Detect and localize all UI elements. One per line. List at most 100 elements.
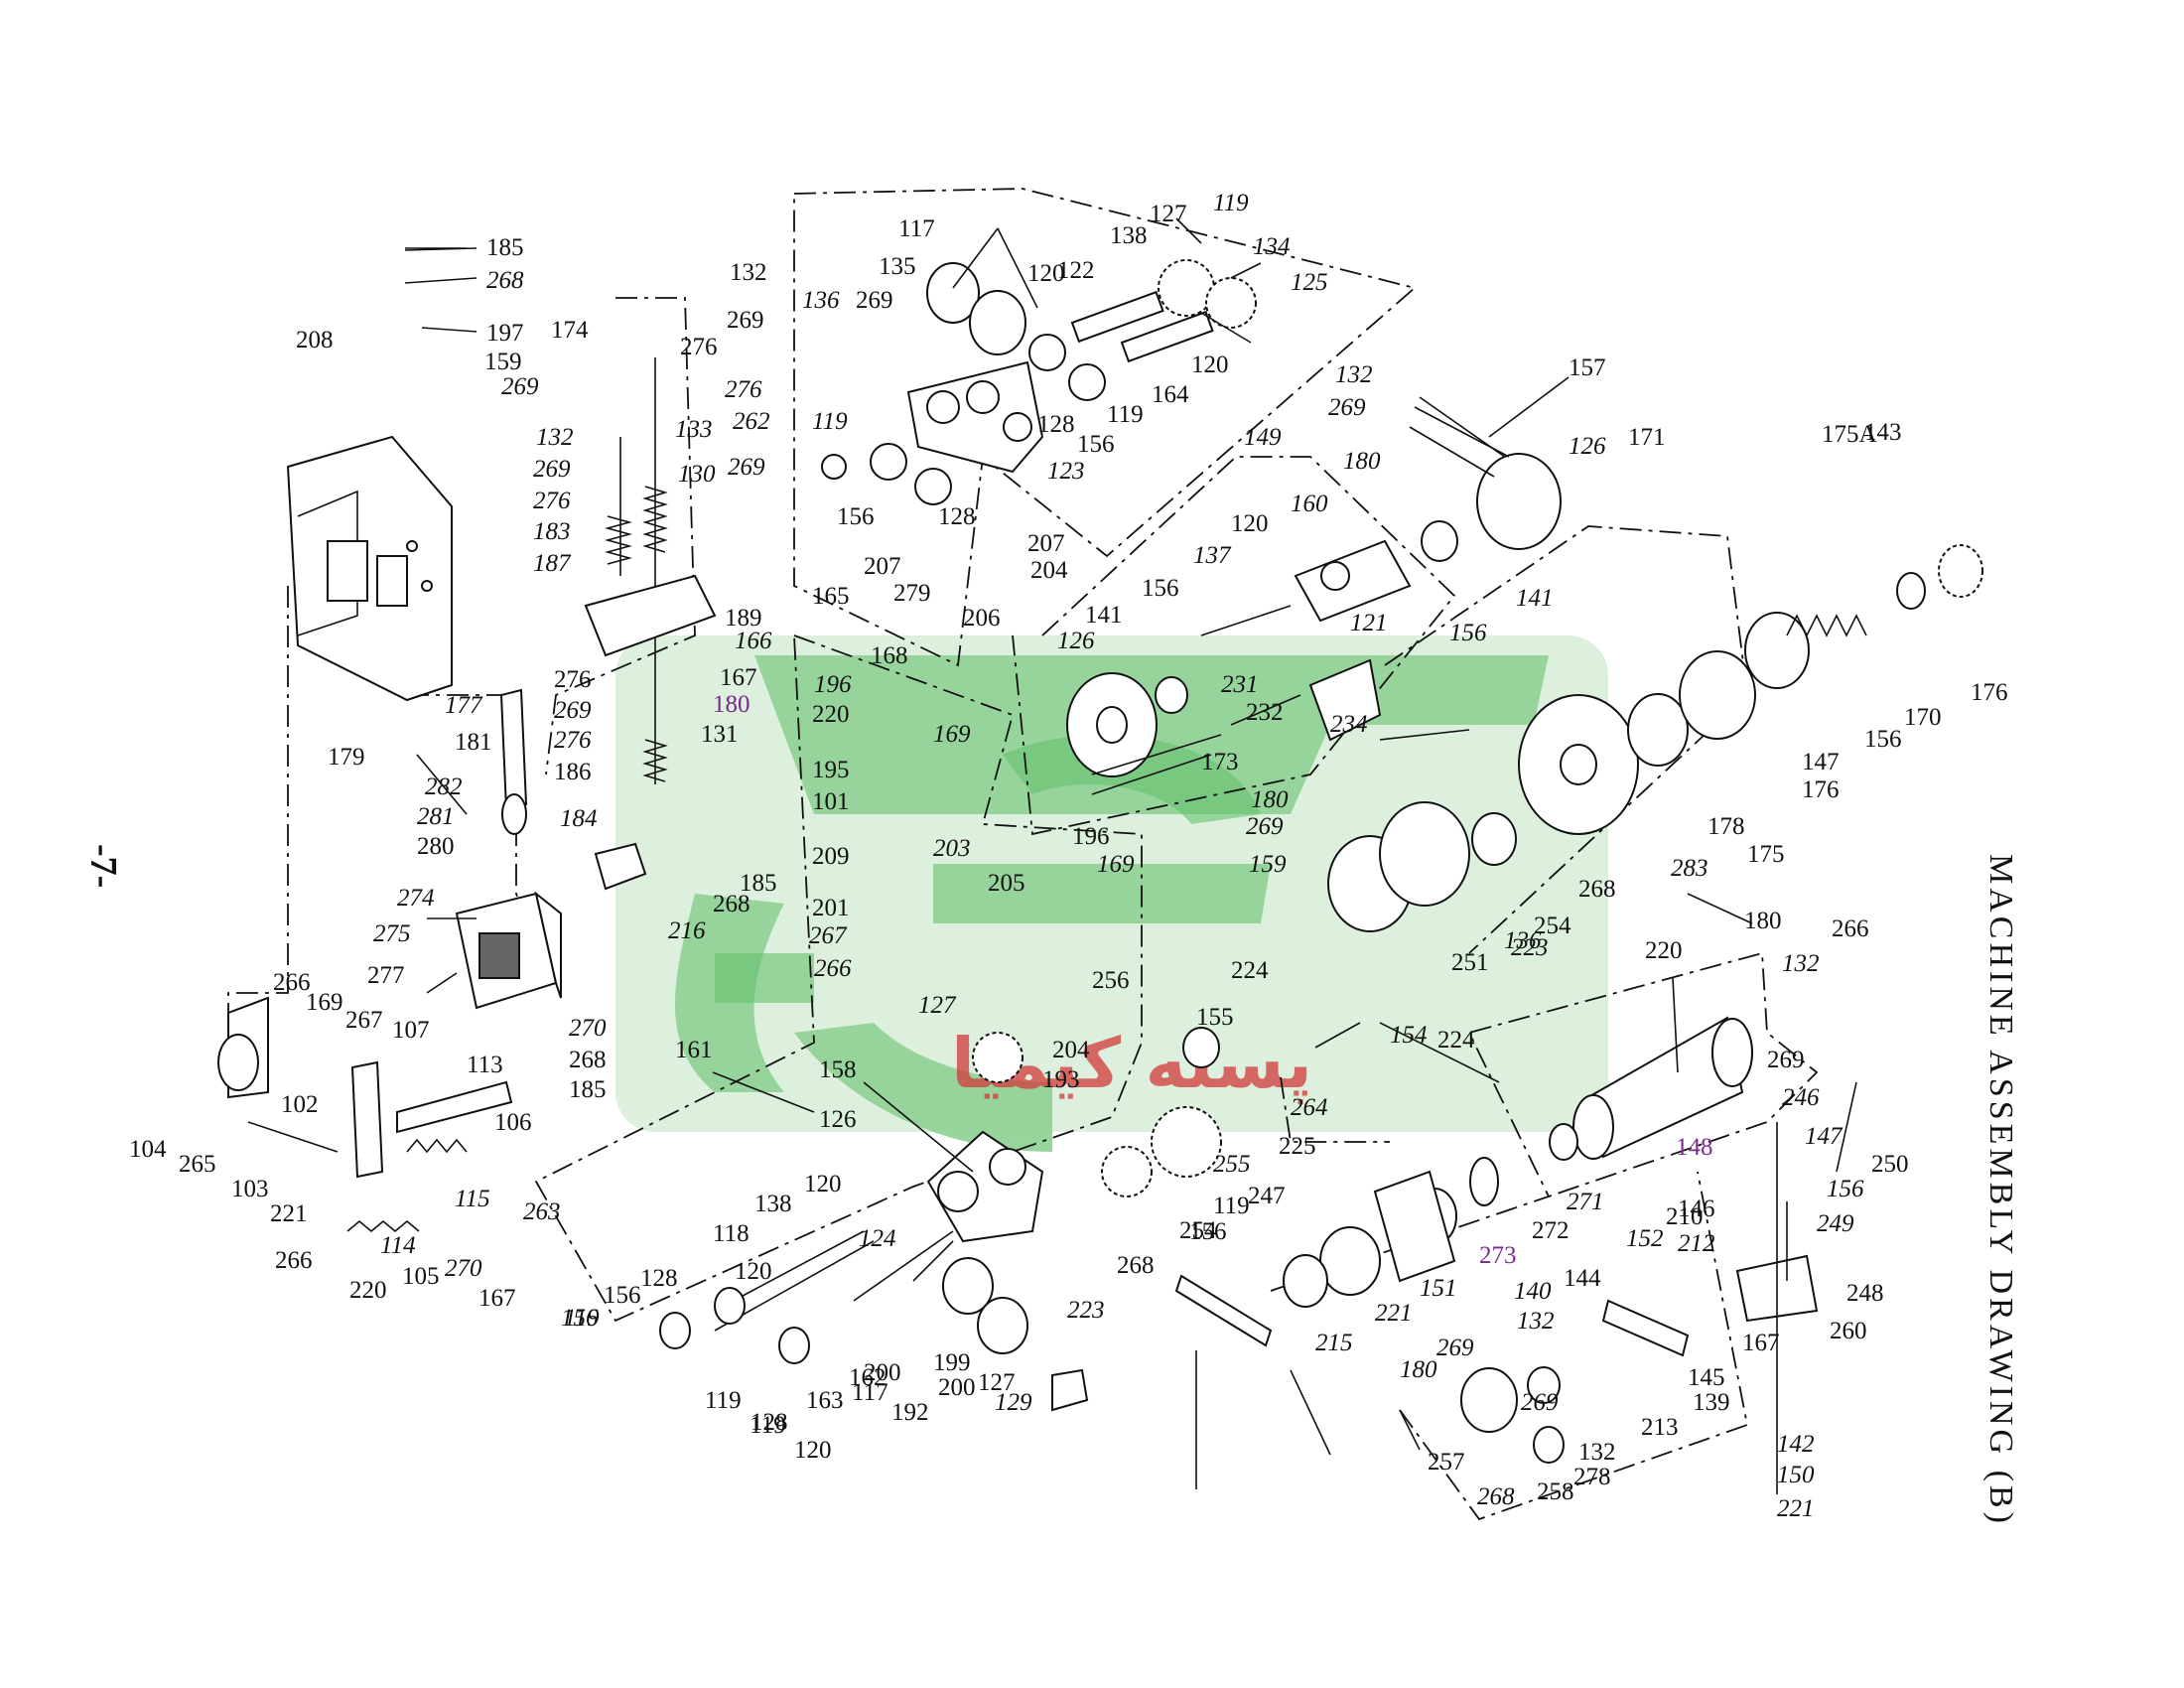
part-label: 120 bbox=[804, 1171, 842, 1197]
part-label: 140 bbox=[1514, 1278, 1552, 1305]
part-label: 119 bbox=[705, 1387, 742, 1414]
part-label: 250 bbox=[1871, 1151, 1909, 1178]
part-label: 145 bbox=[1688, 1364, 1725, 1391]
part-label: 136 bbox=[802, 287, 840, 314]
part-label: 135 bbox=[879, 253, 916, 280]
part-label: 277 bbox=[367, 962, 405, 989]
part-label: 156 bbox=[1449, 620, 1487, 646]
part-label: 159 bbox=[1249, 851, 1287, 878]
part-label: 175 bbox=[1747, 841, 1785, 868]
part-label: 106 bbox=[494, 1109, 532, 1136]
part-label: 132 bbox=[1578, 1439, 1616, 1466]
part-label: 281 bbox=[417, 803, 455, 830]
part-label: 276 bbox=[533, 488, 571, 514]
part-label: 132 bbox=[1517, 1308, 1555, 1335]
part-label: 119 bbox=[812, 408, 848, 435]
part-label: 268 bbox=[1578, 876, 1616, 903]
part-label: 268 bbox=[569, 1047, 607, 1073]
part-label: 271 bbox=[1567, 1189, 1604, 1215]
part-label: 209 bbox=[812, 843, 850, 870]
part-label: 141 bbox=[1085, 602, 1123, 629]
part-label: 156 bbox=[837, 503, 875, 530]
part-label: 224 bbox=[1437, 1027, 1475, 1054]
part-label: 183 bbox=[533, 518, 571, 545]
part-label: 119 bbox=[1213, 190, 1249, 216]
part-label: 128 bbox=[1037, 411, 1075, 438]
top-gear-assembly bbox=[821, 259, 1257, 505]
part-label: 127 bbox=[918, 992, 957, 1019]
part-label: 161 bbox=[675, 1037, 713, 1063]
part-label: 138 bbox=[1110, 222, 1148, 249]
part-label: 156 bbox=[1142, 575, 1179, 602]
part-label: 260 bbox=[1830, 1318, 1867, 1344]
part-label: 254 bbox=[1534, 913, 1571, 939]
part-label: 119 bbox=[1107, 401, 1144, 428]
part-label: 120 bbox=[1027, 260, 1065, 287]
clutch-assembly bbox=[1327, 544, 1983, 932]
part-label: 119 bbox=[1213, 1193, 1250, 1219]
barrel-assembly bbox=[1283, 1016, 1753, 1308]
bottom-linkage bbox=[1174, 1122, 1819, 1494]
part-label: 168 bbox=[871, 642, 908, 669]
part-label: 269 bbox=[856, 287, 893, 314]
part-label: 269 bbox=[501, 373, 539, 400]
part-label: 124 bbox=[859, 1225, 896, 1252]
part-label: 139 bbox=[1693, 1389, 1730, 1416]
part-label: 267 bbox=[345, 1007, 383, 1034]
part-label: 128 bbox=[640, 1265, 678, 1292]
part-label: 132 bbox=[536, 424, 574, 451]
part-label: 132 bbox=[1782, 950, 1820, 977]
part-label: 162 bbox=[849, 1364, 887, 1391]
part-label: 197 bbox=[486, 320, 524, 347]
part-label: 177 bbox=[445, 692, 483, 719]
part-label: 223 bbox=[1067, 1297, 1105, 1324]
part-label: 269 bbox=[1767, 1047, 1805, 1073]
part-label: 207 bbox=[1027, 530, 1065, 557]
part-label: 269 bbox=[727, 307, 764, 334]
part-label: 155 bbox=[1196, 1004, 1234, 1031]
part-label: 215 bbox=[1315, 1330, 1353, 1356]
part-label: 273 bbox=[1479, 1242, 1517, 1269]
part-label: 205 bbox=[988, 870, 1025, 897]
part-label: 274 bbox=[397, 885, 435, 912]
part-label: 270 bbox=[445, 1255, 482, 1282]
part-label: 107 bbox=[392, 1017, 430, 1044]
part-label: 247 bbox=[1248, 1183, 1286, 1209]
part-label: 103 bbox=[231, 1176, 269, 1202]
part-label: 152 bbox=[1626, 1225, 1664, 1252]
part-label: 131 bbox=[701, 721, 739, 748]
part-label: 133 bbox=[675, 416, 713, 443]
part-label: 278 bbox=[1573, 1464, 1611, 1490]
part-label: 136 bbox=[1504, 927, 1542, 954]
part-label: 126 bbox=[819, 1106, 857, 1133]
part-label: 126 bbox=[1057, 628, 1095, 654]
part-label: 195 bbox=[812, 757, 850, 783]
part-label: 254 bbox=[1179, 1217, 1217, 1244]
part-label: 105 bbox=[402, 1263, 440, 1290]
part-label: 181 bbox=[455, 729, 492, 756]
part-label: 220 bbox=[1645, 937, 1683, 964]
part-label: 255 bbox=[1213, 1151, 1251, 1178]
part-label: 150 bbox=[1777, 1462, 1815, 1488]
part-label: 129 bbox=[995, 1389, 1032, 1416]
part-label: 120 bbox=[1191, 352, 1229, 378]
part-label: 156 bbox=[1864, 726, 1902, 753]
part-label: 184 bbox=[560, 805, 598, 832]
part-label: 193 bbox=[1042, 1066, 1080, 1093]
leader-lines bbox=[404, 217, 1857, 1456]
part-label: 156 bbox=[1189, 1218, 1227, 1245]
part-label: 221 bbox=[1375, 1300, 1413, 1327]
part-label: 118 bbox=[713, 1220, 750, 1247]
part-label: 204 bbox=[1030, 557, 1068, 584]
part-label: 130 bbox=[678, 461, 716, 488]
part-label: 156 bbox=[561, 1305, 599, 1332]
part-label: 120 bbox=[794, 1437, 832, 1464]
part-label: 164 bbox=[1152, 381, 1189, 408]
part-label: 276 bbox=[554, 727, 592, 754]
part-label: 210 bbox=[1666, 1203, 1704, 1230]
part-label: 156 bbox=[1827, 1176, 1864, 1202]
part-label: 126 bbox=[1569, 433, 1606, 460]
part-label: 199 bbox=[933, 1349, 971, 1376]
